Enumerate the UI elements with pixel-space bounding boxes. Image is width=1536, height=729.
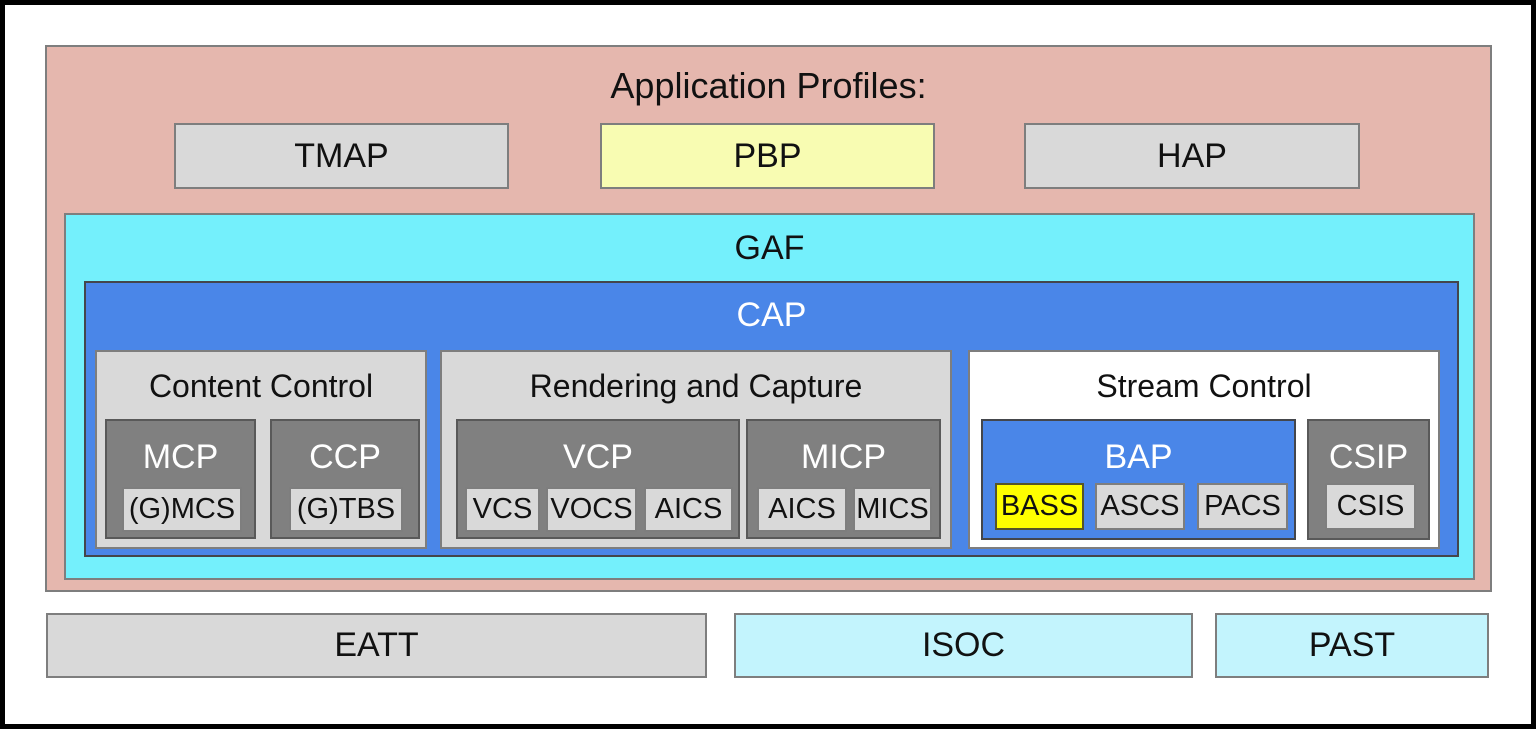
service-box-mics: MICS — [853, 487, 932, 532]
section-content-control-title: Content Control — [148, 368, 374, 404]
transport-box-isoc: ISOC — [734, 613, 1193, 678]
group-ccp: CCP (G)TBS — [270, 419, 420, 539]
group-mcp: MCP (G)MCS — [105, 419, 256, 539]
service-box-aics-micp: AICS — [757, 487, 847, 532]
service-box-gmcs: (G)MCS — [122, 487, 242, 532]
section-stream-control: Stream Control BAP BASS ASCS PACS CSIP C… — [968, 350, 1440, 549]
service-box-pacs: PACS — [1197, 483, 1288, 530]
service-box-bass: BASS — [995, 483, 1084, 530]
service-box-vcs: VCS — [465, 487, 540, 532]
section-rendering-and-capture: Rendering and Capture VCP VCS VOCS AICS … — [440, 350, 952, 549]
cap-label: CAP — [736, 296, 807, 334]
group-bap-label: BAP — [1104, 438, 1173, 476]
gaf-label: GAF — [734, 229, 805, 267]
group-vcp-label: VCP — [563, 438, 633, 476]
group-mcp-label: MCP — [142, 438, 219, 476]
profile-box-tmap: TMAP — [174, 123, 509, 189]
group-vcp: VCP VCS VOCS AICS — [456, 419, 740, 539]
gaf-layer: GAF CAP Content Control MCP (G)MCS CCP (… — [64, 213, 1475, 580]
transport-box-past: PAST — [1215, 613, 1489, 678]
group-ccp-label: CCP — [309, 438, 381, 476]
profile-box-hap: HAP — [1024, 123, 1360, 189]
group-csip-label: CSIP — [1328, 438, 1409, 476]
cap-layer: CAP Content Control MCP (G)MCS CCP (G)TB… — [84, 281, 1459, 557]
service-box-vocs: VOCS — [546, 487, 637, 532]
transport-box-eatt: EATT — [46, 613, 707, 678]
service-box-ascs: ASCS — [1095, 483, 1185, 530]
section-rendering-and-capture-title: Rendering and Capture — [529, 368, 863, 404]
group-micp: MICP AICS MICS — [746, 419, 941, 539]
service-box-aics-vcp: AICS — [644, 487, 733, 532]
application-profiles-title: Application Profiles: — [610, 65, 927, 106]
group-micp-label: MICP — [801, 438, 886, 476]
application-profiles-container: Application Profiles: TMAP PBP HAP GAF C… — [45, 45, 1492, 592]
profile-box-pbp: PBP — [600, 123, 935, 189]
group-csip: CSIP CSIS — [1307, 419, 1430, 540]
section-stream-control-title: Stream Control — [1096, 368, 1312, 404]
service-box-gtbs: (G)TBS — [289, 487, 403, 532]
group-bap: BAP BASS ASCS PACS — [981, 419, 1296, 540]
section-content-control: Content Control MCP (G)MCS CCP (G)TBS — [95, 350, 427, 549]
service-box-csis: CSIS — [1325, 483, 1416, 530]
